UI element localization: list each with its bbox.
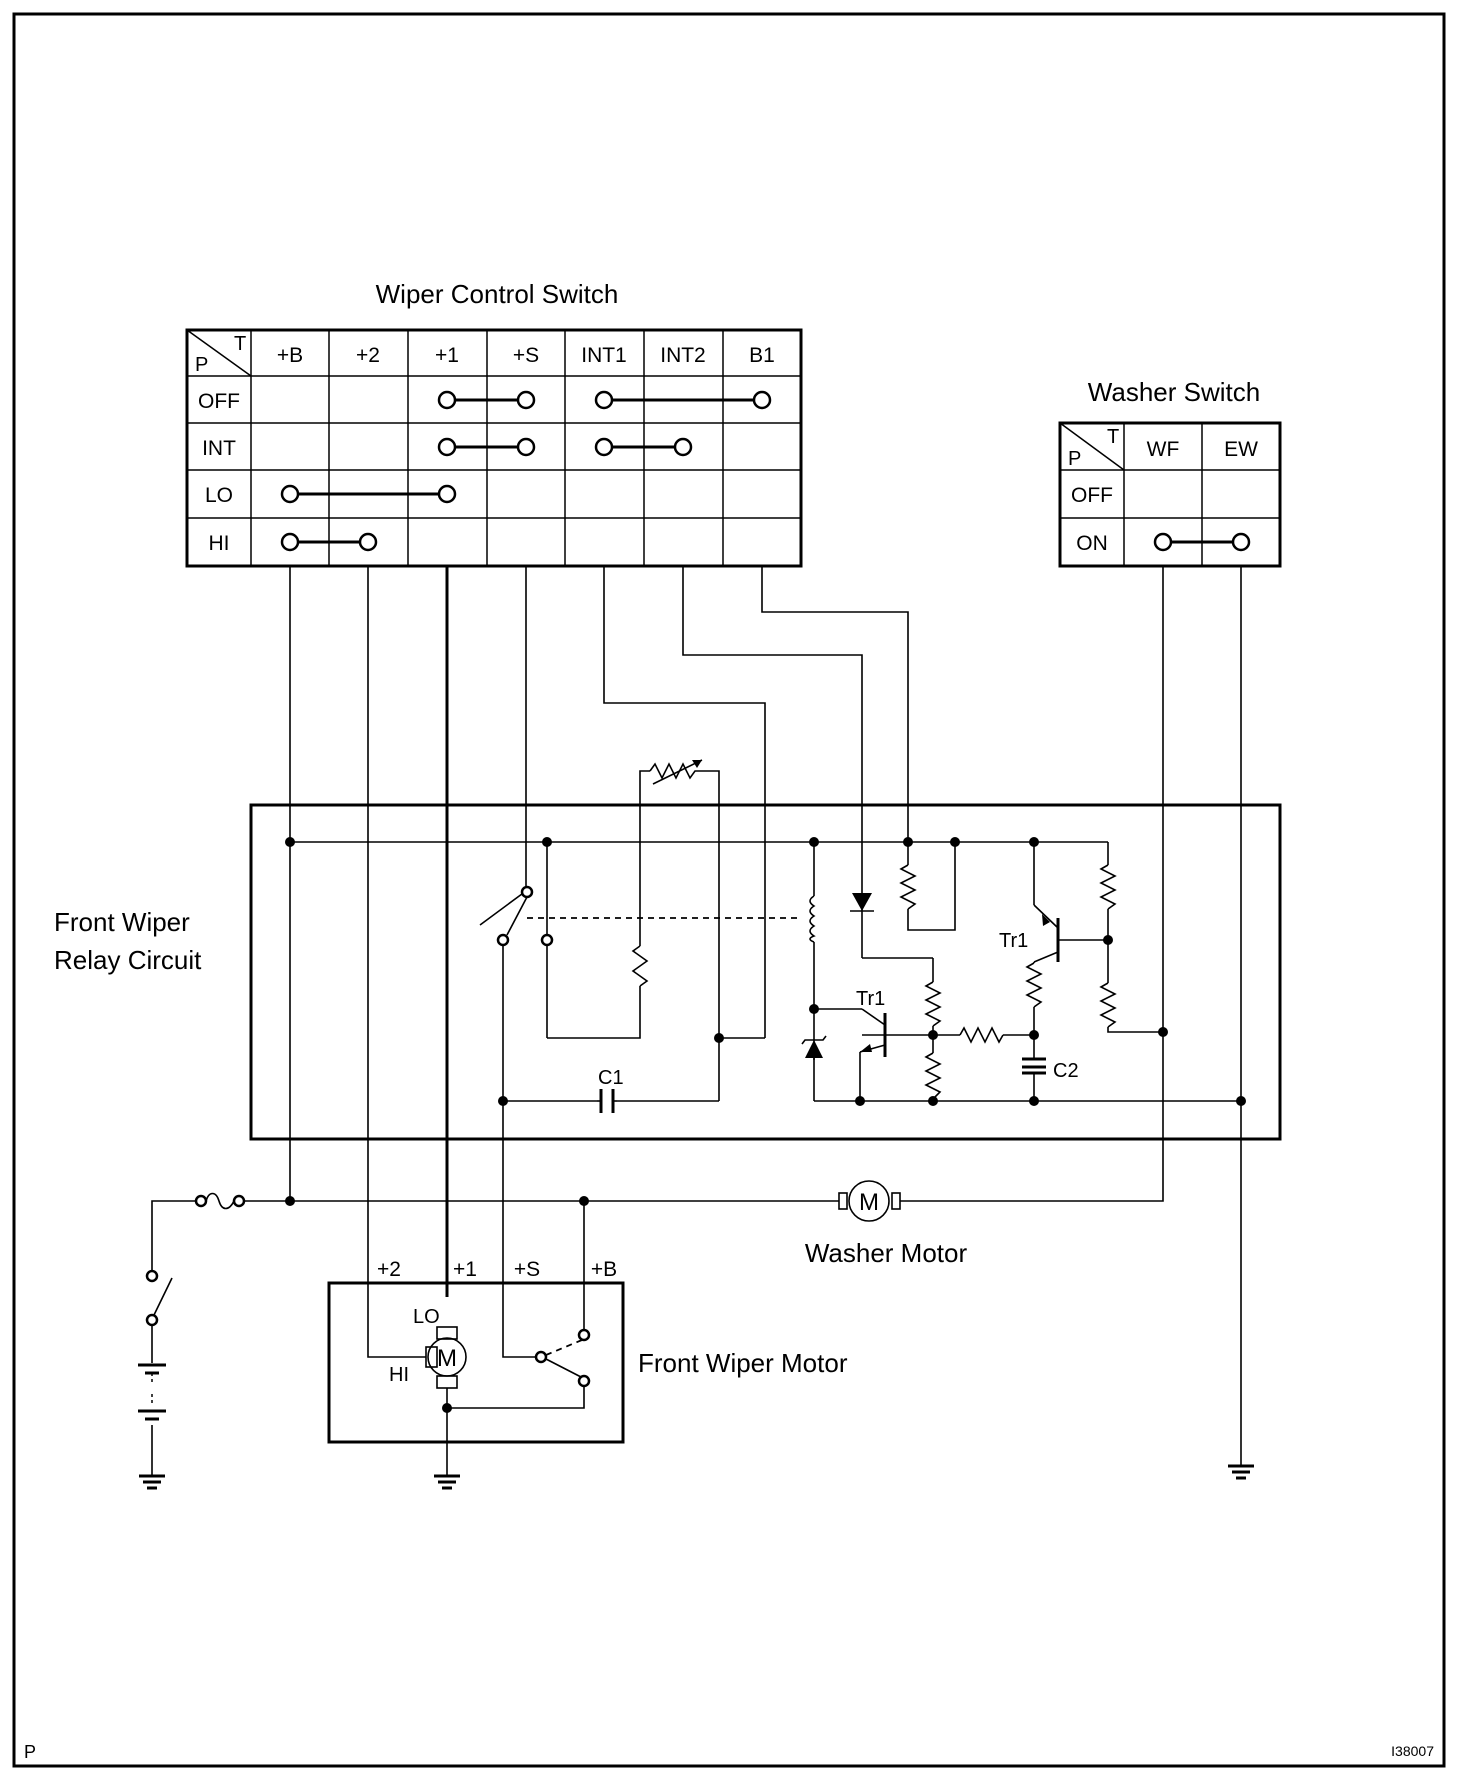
terminal-label-plus-s: +S	[513, 344, 539, 367]
contact-hi-plus-b-plus2	[280, 532, 378, 552]
terminal-label-int1: INT1	[581, 344, 627, 367]
wiper-motor-hi-label: HI	[389, 1364, 409, 1386]
washer-switch-corner-t: T	[1107, 426, 1119, 448]
switch-wires	[289, 566, 1242, 1465]
wiper-switch-corner-t: T	[234, 333, 246, 355]
washer-switch-corner-p: P	[1068, 448, 1081, 470]
position-label-hi: HI	[209, 532, 230, 555]
capacitor-c2-label: C2	[1053, 1060, 1079, 1082]
resistor-right-bottom	[1099, 982, 1117, 1028]
wiper-motor-terminal-plus-1: +1	[453, 1258, 477, 1281]
ground-washer-switch	[1228, 1464, 1254, 1480]
terminal-label-plus-1: +1	[435, 344, 459, 367]
resistor-horizontal	[959, 1026, 1004, 1044]
transistor-tr1-right-label: Tr1	[999, 930, 1028, 952]
washer-switch-title: Washer Switch	[1088, 377, 1260, 407]
resistor-relay-loop	[631, 945, 649, 987]
wiper-motor-box	[327, 1281, 625, 1444]
resistor-lower-middle	[924, 1052, 942, 1100]
terminal-label-b1: B1	[749, 344, 775, 367]
relay-label-line1: Front Wiper	[54, 907, 190, 937]
washer-motor-label: Washer Motor	[805, 1238, 968, 1268]
relay-label-line2: Relay Circuit	[54, 945, 202, 975]
wiper-motor-terminal-plus-s: +S	[514, 1258, 540, 1281]
contact-off-int1-b1	[594, 390, 772, 410]
wiper-motor-label: Front Wiper Motor	[638, 1348, 848, 1378]
resistor-top-bus	[899, 864, 917, 910]
wiper-switch-table	[185, 328, 803, 568]
transistor-tr1-left	[859, 1008, 887, 1057]
capacitor-c1	[597, 1089, 617, 1113]
variable-resistor	[649, 759, 703, 785]
relay-coil	[809, 895, 816, 943]
wiper-switch-title: Wiper Control Switch	[376, 279, 619, 309]
washer-position-off: OFF	[1071, 484, 1113, 507]
footer-figure-id: I38007	[1391, 1743, 1434, 1759]
wiper-motor-symbol: M	[437, 1345, 457, 1372]
capacitor-c1-label: C1	[598, 1067, 624, 1089]
resistor-diode-down	[924, 981, 942, 1027]
relay-switch	[496, 885, 554, 947]
washer-switch-table	[1058, 421, 1282, 568]
transistor-tr1-right	[1033, 904, 1060, 963]
wiper-switch-corner-p: P	[195, 354, 208, 376]
terminal-label-wf: WF	[1147, 438, 1180, 461]
resistor-right-top	[1099, 864, 1117, 910]
diode	[850, 893, 874, 912]
wiper-motor-terminal-plus-b: +B	[591, 1258, 617, 1281]
capacitor-c2	[1022, 1057, 1046, 1075]
battery	[138, 1363, 166, 1421]
position-label-off: OFF	[198, 390, 240, 413]
terminal-label-plus-2: +2	[356, 344, 380, 367]
contact-lo-plus-b-plus1	[280, 484, 457, 504]
contact-int-int1-int2	[594, 437, 693, 457]
terminal-label-ew: EW	[1224, 438, 1258, 461]
contact-int-plus1-plus-s	[437, 437, 536, 457]
contact-off-plus1-plus-s	[437, 390, 536, 410]
position-label-lo: LO	[205, 484, 233, 507]
terminal-label-int2: INT2	[660, 344, 706, 367]
relay-box	[249, 803, 1282, 1141]
contact-on-wf-ew	[1153, 532, 1251, 552]
wiper-motor-terminal-plus-2: +2	[377, 1258, 401, 1281]
relay-internal-wiring	[290, 770, 1241, 1102]
resistor-tr1-right-emitter	[1025, 962, 1043, 1008]
terminal-label-plus-b: +B	[277, 344, 303, 367]
junction-dots	[285, 837, 1246, 1106]
washer-position-on: ON	[1076, 532, 1108, 555]
ignition-switch	[145, 1269, 173, 1327]
power-supply-wiring	[151, 1200, 839, 1475]
zener-diode	[801, 1035, 827, 1060]
washer-motor-symbol: M	[859, 1189, 879, 1216]
washer-motor	[838, 1180, 901, 1222]
footer-left-code: P	[24, 1742, 36, 1762]
transistor-tr1-left-label: Tr1	[856, 988, 885, 1010]
wiper-motor-internal	[425, 1101, 591, 1475]
wiper-motor-lo-label: LO	[413, 1306, 440, 1328]
fuse	[194, 1192, 246, 1210]
ground-battery	[139, 1474, 165, 1490]
page-frame	[12, 12, 1446, 1768]
ground-wiper-motor	[434, 1474, 460, 1490]
position-label-int: INT	[202, 437, 236, 460]
